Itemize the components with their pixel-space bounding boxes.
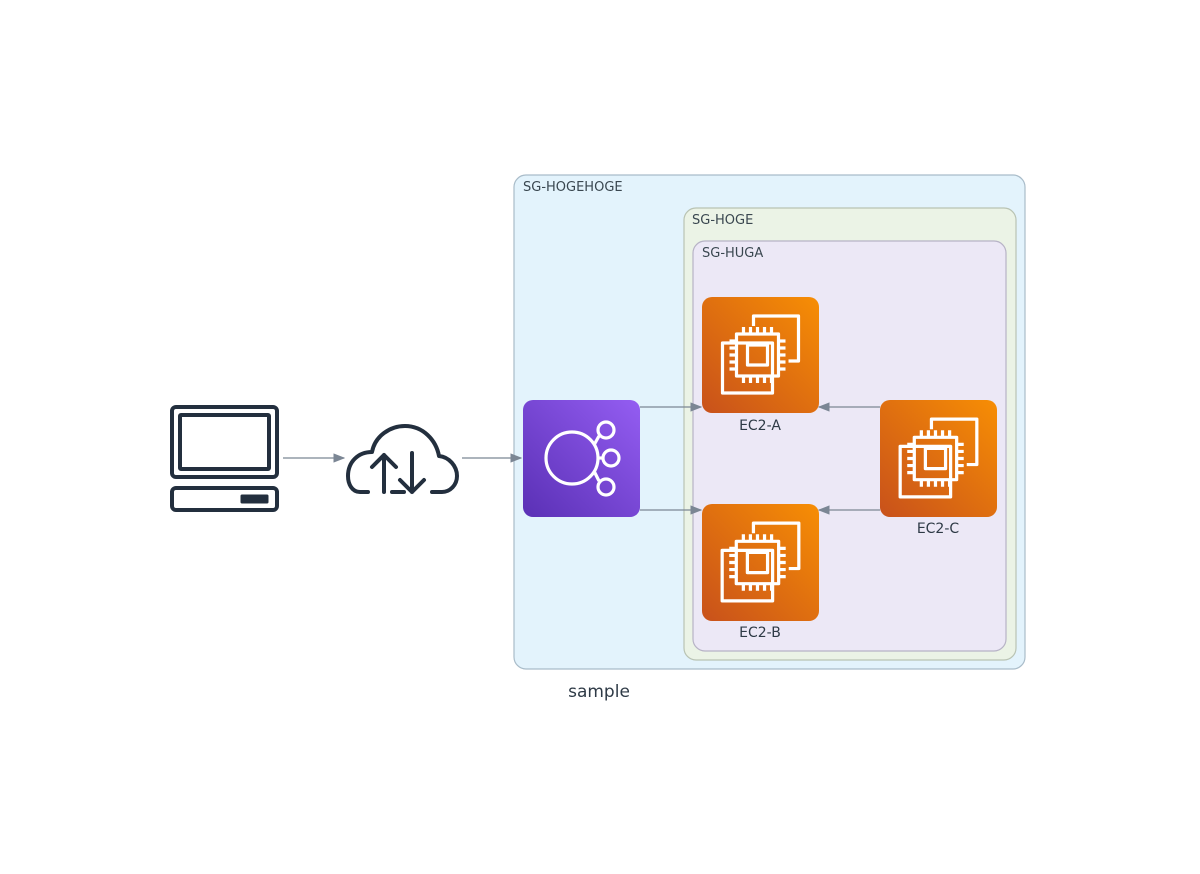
ec2-instance-icon: [880, 400, 997, 517]
group-sg-hoge-label: SG-HOGE: [692, 213, 753, 228]
computer-icon: [170, 405, 279, 512]
ec2-a-label: EC2-A: [739, 418, 781, 434]
elastic-load-balancer-node: [523, 400, 640, 517]
group-sg-huga-label: SG-HUGA: [702, 246, 763, 261]
group-sg-hogehoge-label: SG-HOGEHOGE: [523, 180, 623, 195]
cloud-upload-download-icon: [346, 424, 459, 494]
ec2-b-node: EC2-B: [702, 504, 819, 641]
ec2-c-label: EC2-C: [917, 521, 960, 537]
ec2-b-label: EC2-B: [739, 625, 781, 641]
ec2-a-node: EC2-A: [702, 297, 819, 434]
elastic-load-balancer-icon: [523, 400, 640, 517]
ec2-instance-icon: [702, 297, 819, 413]
ec2-instance-icon: [702, 504, 819, 621]
diagram-caption: sample: [568, 682, 630, 702]
edges: [283, 402, 880, 515]
ec2-c-node: EC2-C: [880, 400, 997, 537]
